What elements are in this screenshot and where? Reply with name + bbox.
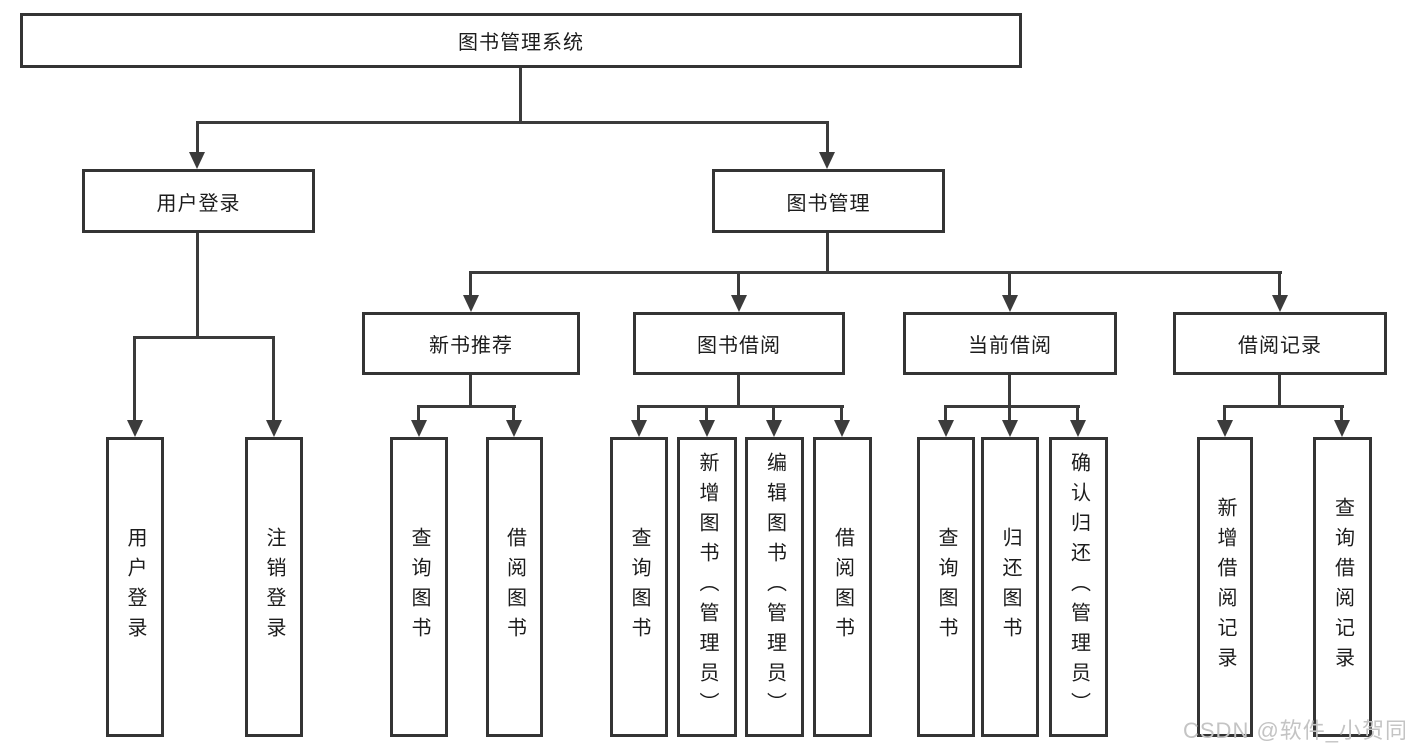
connector-records-rail bbox=[1223, 405, 1344, 408]
leaf-current-return-books: 归还图书 bbox=[981, 437, 1039, 737]
connector-bookborrow-rail bbox=[637, 405, 844, 408]
arrowhead-currentborrow-leaf-2 bbox=[1002, 420, 1018, 437]
leaf-borrow-add-books-admin-label: 新增图书（管理员） bbox=[696, 452, 718, 722]
leaf-borrow-add-books-admin: 新增图书（管理员） bbox=[677, 437, 737, 737]
leaf-newbooks-borrow-books: 借阅图书 bbox=[486, 437, 543, 737]
arrowhead-currentborrow-leaf-1 bbox=[938, 420, 954, 437]
leaf-records-query-record-label: 查询借阅记录 bbox=[1331, 497, 1354, 677]
connector-root-left-drop bbox=[196, 121, 199, 152]
connector-currentborrow-drop-1 bbox=[944, 405, 947, 420]
node-book-management: 图书管理 bbox=[712, 169, 945, 233]
connector-userlogin-rail bbox=[133, 336, 275, 339]
arrowhead-borrow-records bbox=[1272, 295, 1288, 312]
leaf-current-return-books-label: 归还图书 bbox=[999, 527, 1021, 647]
connector-currentborrow-rail bbox=[944, 405, 1080, 408]
connector-bookmgmt-rail bbox=[469, 271, 1282, 274]
leaf-current-confirm-return-admin-label: 确认归还（管理员） bbox=[1067, 452, 1090, 722]
arrowhead-login-leaf bbox=[127, 420, 143, 437]
leaf-newbooks-borrow-books-label: 借阅图书 bbox=[503, 527, 526, 647]
arrowhead-newbooks-leaf-2 bbox=[506, 420, 522, 437]
leaf-user-login-label: 用户登录 bbox=[124, 527, 146, 647]
leaf-current-query-books: 查询图书 bbox=[917, 437, 975, 737]
connector-newbooks-stem bbox=[469, 375, 472, 408]
node-user-login: 用户登录 bbox=[82, 169, 315, 233]
connector-bookmgmt-drop-3 bbox=[1008, 271, 1011, 295]
arrowhead-new-books bbox=[463, 295, 479, 312]
node-library-management-system: 图书管理系统 bbox=[20, 13, 1022, 68]
leaf-borrow-query-books-label: 查询图书 bbox=[628, 527, 650, 647]
leaf-records-query-record: 查询借阅记录 bbox=[1313, 437, 1372, 737]
leaf-borrow-borrow-books-label: 借阅图书 bbox=[831, 527, 854, 647]
connector-root-stem bbox=[519, 68, 522, 121]
arrowhead-book-management bbox=[819, 152, 835, 169]
arrowhead-records-leaf-2 bbox=[1334, 420, 1350, 437]
arrowhead-book-borrow bbox=[731, 295, 747, 312]
node-current-borrow: 当前借阅 bbox=[903, 312, 1117, 375]
arrowhead-newbooks-leaf-1 bbox=[411, 420, 427, 437]
leaf-records-add-record-label: 新增借阅记录 bbox=[1214, 497, 1236, 677]
leaf-newbooks-query-books: 查询图书 bbox=[390, 437, 448, 737]
connector-newbooks-rail bbox=[417, 405, 516, 408]
connector-bookborrow-stem bbox=[737, 375, 740, 408]
arrowhead-bookborrow-leaf-4 bbox=[834, 420, 850, 437]
arrowhead-logout-leaf bbox=[266, 420, 282, 437]
leaf-logout-label: 注销登录 bbox=[263, 527, 285, 647]
connector-bookborrow-drop-1 bbox=[637, 405, 640, 420]
arrowhead-bookborrow-leaf-2 bbox=[699, 420, 715, 437]
arrowhead-user-login bbox=[189, 152, 205, 169]
arrowhead-records-leaf-1 bbox=[1217, 420, 1233, 437]
arrowhead-bookborrow-leaf-1 bbox=[631, 420, 647, 437]
connector-bookmgmt-stem bbox=[826, 233, 829, 274]
connector-userlogin-stem bbox=[196, 233, 199, 336]
node-new-book-recommend: 新书推荐 bbox=[362, 312, 580, 375]
connector-records-drop-2 bbox=[1340, 405, 1343, 420]
connector-currentborrow-drop-3 bbox=[1076, 405, 1079, 420]
leaf-borrow-borrow-books: 借阅图书 bbox=[813, 437, 872, 737]
connector-records-drop-1 bbox=[1223, 405, 1226, 420]
arrowhead-currentborrow-leaf-3 bbox=[1070, 420, 1086, 437]
connector-userlogin-drop-2 bbox=[272, 336, 275, 420]
connector-root-rail bbox=[196, 121, 829, 124]
connector-currentborrow-stem bbox=[1008, 375, 1011, 408]
leaf-newbooks-query-books-label: 查询图书 bbox=[408, 527, 430, 647]
connector-bookborrow-drop-2 bbox=[705, 405, 708, 420]
leaf-logout: 注销登录 bbox=[245, 437, 303, 737]
connector-bookborrow-drop-3 bbox=[772, 405, 775, 420]
connector-bookmgmt-drop-2 bbox=[737, 271, 740, 295]
leaf-current-confirm-return-admin: 确认归还（管理员） bbox=[1049, 437, 1108, 737]
connector-newbooks-drop-2 bbox=[512, 405, 515, 420]
connector-root-right-drop bbox=[826, 121, 829, 152]
leaf-records-add-record: 新增借阅记录 bbox=[1197, 437, 1253, 737]
node-book-borrow: 图书借阅 bbox=[633, 312, 845, 375]
leaf-borrow-query-books: 查询图书 bbox=[610, 437, 668, 737]
connector-newbooks-drop-1 bbox=[417, 405, 420, 420]
leaf-borrow-edit-books-admin: 编辑图书（管理员） bbox=[745, 437, 804, 737]
leaf-borrow-edit-books-admin-label: 编辑图书（管理员） bbox=[763, 452, 786, 722]
leaf-user-login: 用户登录 bbox=[106, 437, 164, 737]
connector-userlogin-drop-1 bbox=[133, 336, 136, 420]
leaf-current-query-books-label: 查询图书 bbox=[935, 527, 957, 647]
connector-currentborrow-drop-2 bbox=[1008, 405, 1011, 420]
connector-bookmgmt-drop-4 bbox=[1278, 271, 1281, 295]
arrowhead-current-borrow bbox=[1002, 295, 1018, 312]
connector-bookborrow-drop-4 bbox=[840, 405, 843, 420]
node-borrow-records: 借阅记录 bbox=[1173, 312, 1387, 375]
csdn-watermark: CSDN @软件_小贺同学 bbox=[1183, 718, 1405, 743]
connector-bookmgmt-drop-1 bbox=[469, 271, 472, 295]
connector-records-stem bbox=[1278, 375, 1281, 408]
arrowhead-bookborrow-leaf-3 bbox=[766, 420, 782, 437]
